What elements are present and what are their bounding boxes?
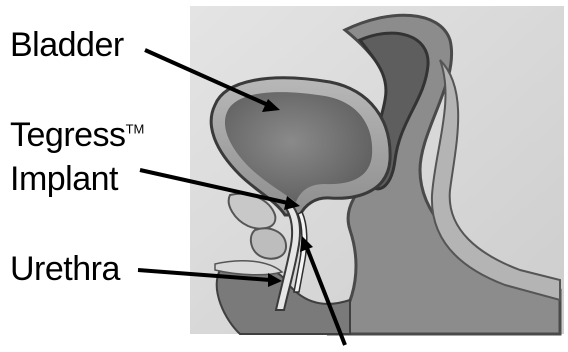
implant-label: TegressTM — [10, 118, 144, 152]
pubic-tissue — [251, 228, 286, 258]
bladder-label: Bladder — [10, 28, 124, 62]
implant-label-line2: Implant — [10, 162, 118, 196]
urethra-label: Urethra — [10, 252, 120, 286]
implant-label-line1: Tegress — [10, 116, 126, 154]
trademark-mark: TM — [126, 122, 145, 137]
